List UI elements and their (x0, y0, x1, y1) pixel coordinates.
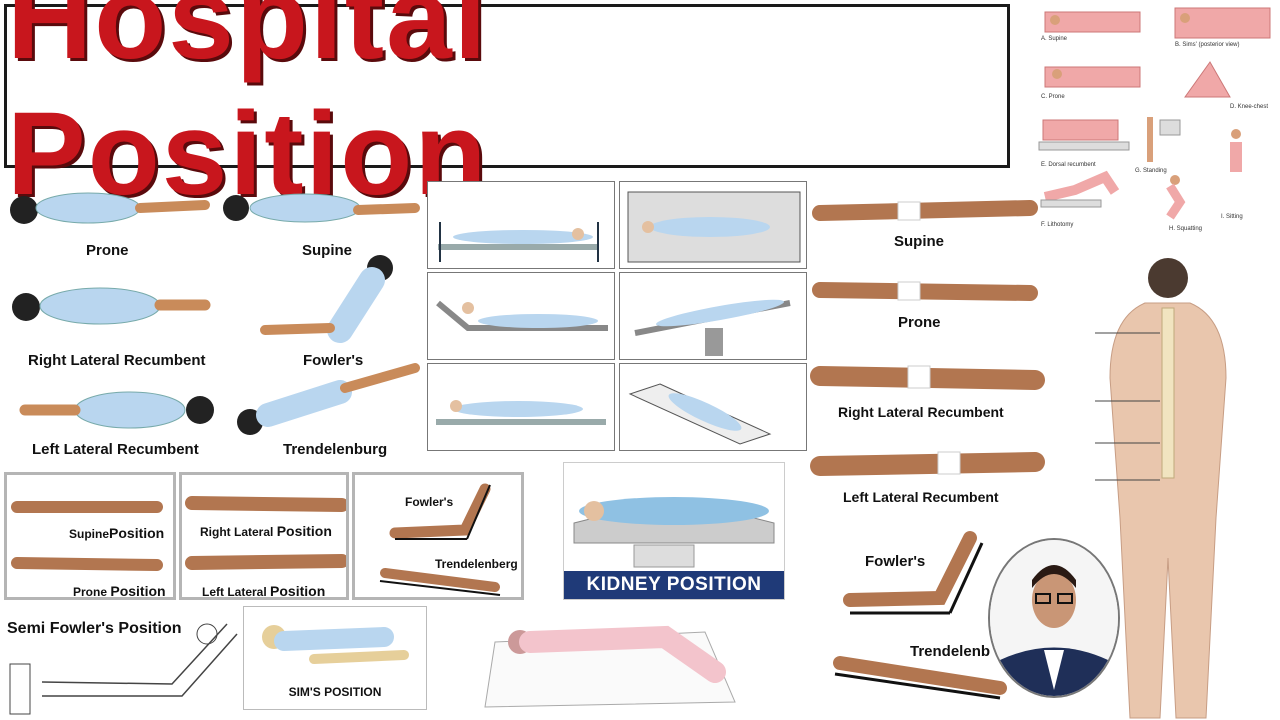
label-supine: Supine (302, 242, 353, 259)
sims-position-panel: SIM'S POSITION (243, 606, 427, 710)
bed-panel-6 (619, 363, 807, 451)
bed-panel-5 (427, 363, 615, 451)
right-label-fowlers: Fowler's (865, 553, 926, 570)
label-prone: Prone (86, 242, 129, 259)
right-label-right-lateral: Right Lateral Recumbent (838, 404, 1004, 420)
left-positions-figures (10, 192, 420, 435)
diagram-label-g: G. Standing (1135, 168, 1167, 174)
diagram-label-d: D. Knee-chest (1230, 104, 1269, 110)
left-positions-grid: Prone Supine Right Lateral Recumbent Fow… (0, 180, 425, 465)
label-trendelenberg-small: Trendelenberg (435, 557, 518, 571)
right-label-prone: Prone (898, 314, 941, 331)
bed-panel-2 (619, 181, 807, 269)
panel-supine-prone: SupinePosition Prone Position (4, 472, 176, 600)
diagram-label-e: E. Dorsal recumbent (1041, 162, 1096, 168)
title-box: Hospital Position (4, 0, 1010, 220)
diagram-label-f: F. Lithotomy (1041, 222, 1074, 228)
right-label-trendelenburg: Trendelenb (910, 643, 991, 660)
label-left-lateral: Left Lateral Recumbent (32, 441, 199, 458)
diagram-label-h: H. Squatting (1169, 226, 1203, 232)
label-fowlers: Fowler's (303, 352, 364, 369)
bed-panel-4 (619, 272, 807, 360)
label-prone-position: Prone Position (73, 583, 166, 599)
presenter-avatar (988, 538, 1120, 698)
kidney-position-panel: KIDNEY POSITION (563, 462, 785, 600)
diagram-label-i: I. Sitting (1221, 214, 1243, 220)
bed-panel-1 (427, 181, 615, 269)
label-supine-position: SupinePosition (69, 525, 165, 541)
sims-line-drawing (465, 612, 765, 716)
right-label-left-lateral: Left Lateral Recumbent (843, 489, 999, 505)
label-right-lateral: Right Lateral Recumbent (28, 352, 206, 369)
positions-diagram: A. Supine B. Sims' (posterior view) C. P… (1035, 2, 1280, 240)
semi-fowlers-label: Semi Fowler's Position (7, 620, 182, 637)
semi-fowlers-panel: Semi Fowler's Position (2, 604, 242, 718)
diagram-label-b: B. Sims' (posterior view) (1175, 42, 1240, 48)
bed-positions-grid (427, 181, 809, 453)
right-positions-column: Supine Prone Right Lateral Recumbent Lef… (810, 188, 1045, 708)
right-positions-figures (810, 200, 1045, 700)
panel-fowlers-trendelenberg: Fowler's Trendelenberg (352, 472, 524, 600)
panel-lateral: Right Lateral Position Left Lateral Posi… (179, 472, 349, 600)
bed-panel-3 (427, 272, 615, 360)
kidney-position-label: KIDNEY POSITION (564, 571, 784, 599)
label-fowlers-small: Fowler's (405, 495, 454, 509)
diagram-label-a: A. Supine (1041, 36, 1068, 42)
spine-anatomy-figure (1090, 258, 1280, 720)
sims-position-label: SIM'S POSITION (288, 685, 382, 699)
diagram-label-c: C. Prone (1041, 94, 1065, 100)
label-left-lateral-position: Left Lateral Position (202, 583, 326, 599)
label-trendelenburg: Trendelenburg (283, 441, 388, 458)
positions-diagram-figures (1038, 7, 1271, 220)
label-right-lateral-position: Right Lateral Position (200, 523, 332, 539)
right-label-supine: Supine (894, 233, 945, 250)
page-title: Hospital Position (7, 0, 489, 220)
